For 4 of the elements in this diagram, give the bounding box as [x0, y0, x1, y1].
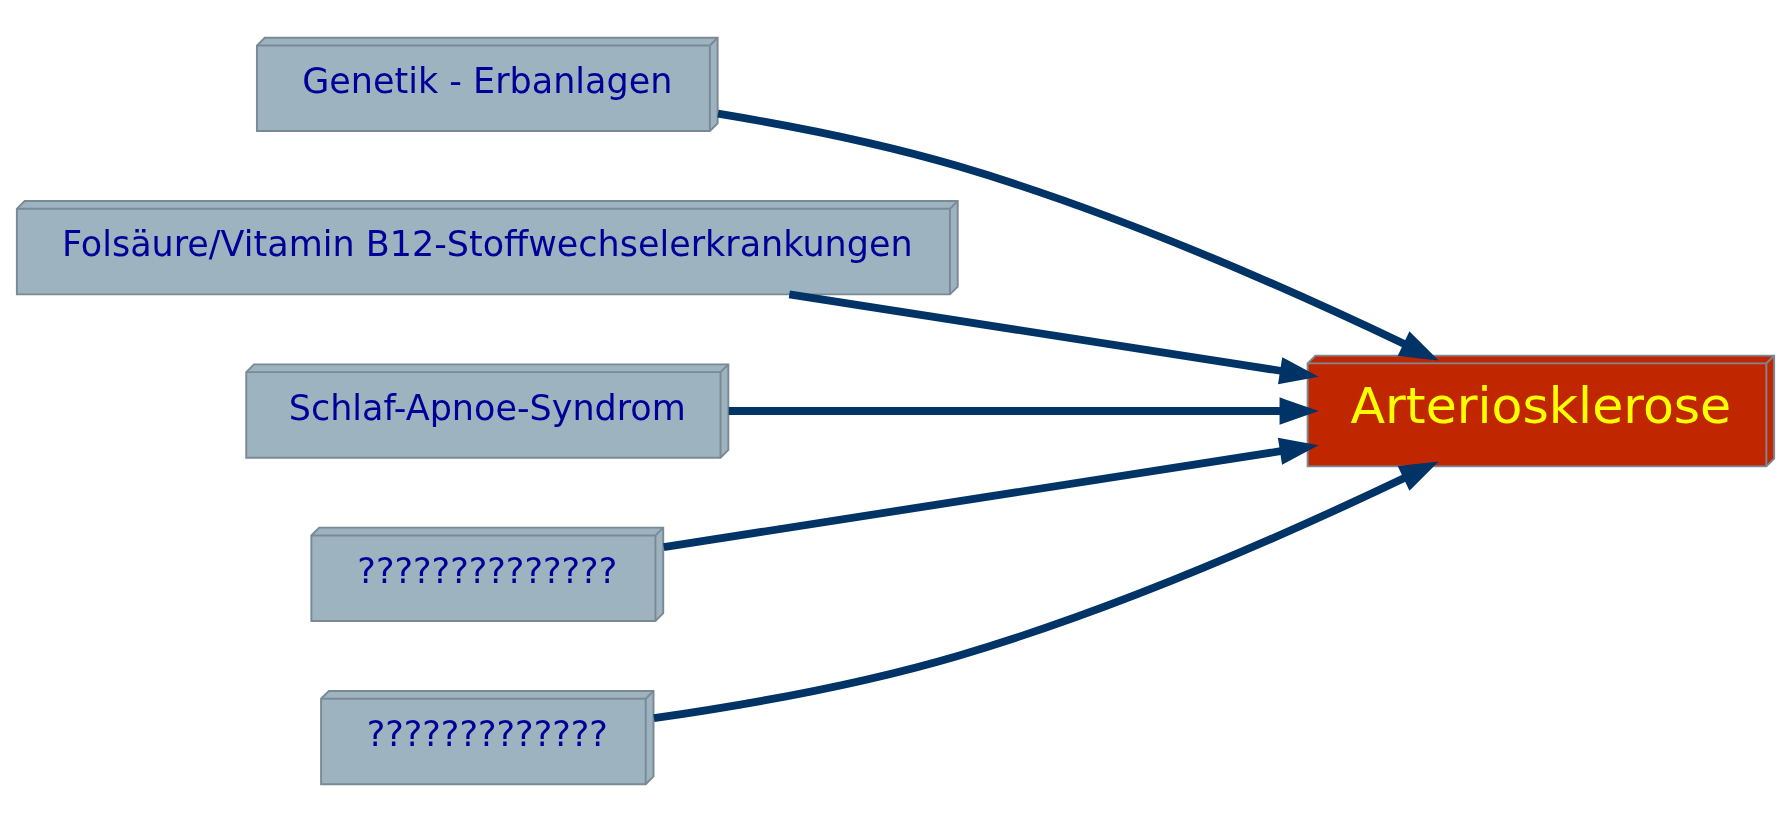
arrow [717, 109, 1439, 361]
arrow [728, 397, 1319, 425]
arrow [663, 437, 1319, 551]
arrow [653, 461, 1439, 722]
